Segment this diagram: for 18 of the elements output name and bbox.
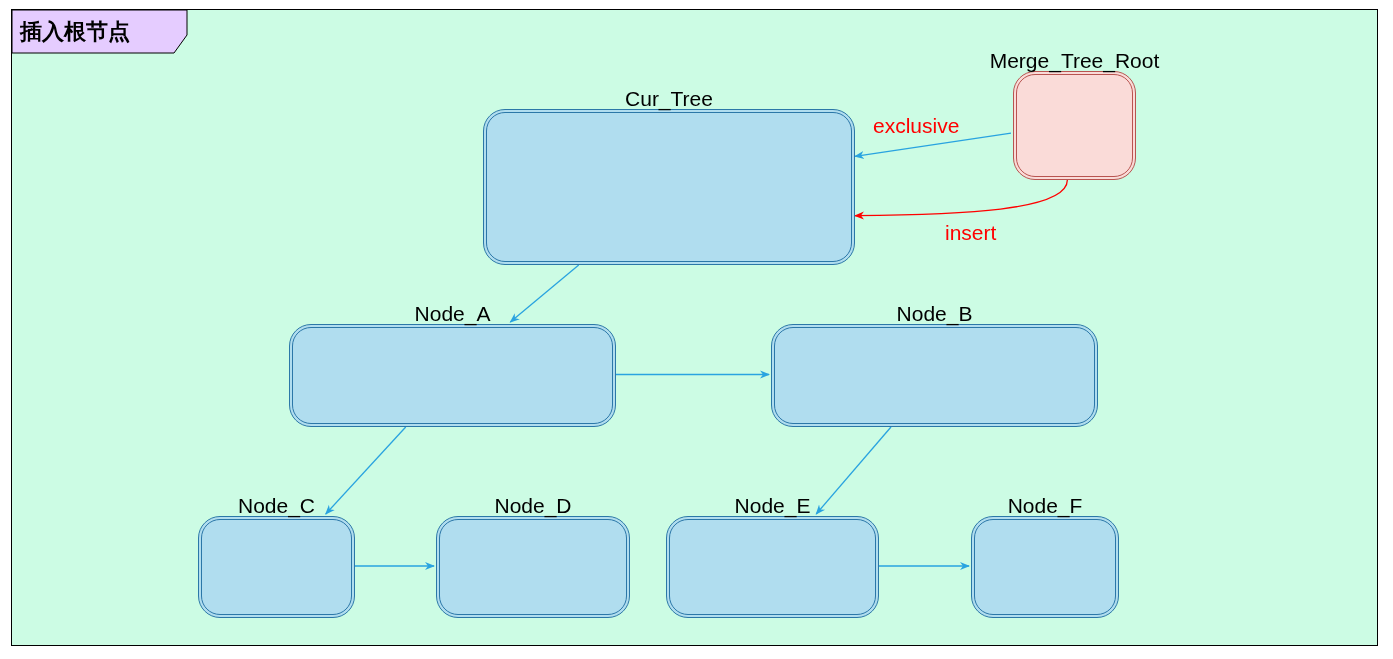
box-title: Cur_Tree [625, 87, 713, 111]
box-title: Merge_Tree_Root [989, 49, 1160, 73]
arrow [854, 132, 1012, 159]
arrow [325, 426, 407, 515]
box-title: Node_B [896, 302, 973, 326]
box-title: Node_D [494, 494, 572, 518]
box-title: Node_A [414, 302, 491, 326]
arrow [509, 264, 580, 323]
arrow [354, 562, 435, 570]
box-title: Node_C [237, 494, 316, 518]
arrow [815, 426, 892, 515]
box-title: Node_F [1007, 494, 1083, 518]
frame [11, 9, 1378, 646]
arrow [615, 370, 770, 379]
arrow [878, 562, 970, 570]
arrow [854, 179, 1068, 220]
box-title: Node_E [734, 494, 811, 518]
title-text: 插入根节点 [20, 18, 130, 46]
